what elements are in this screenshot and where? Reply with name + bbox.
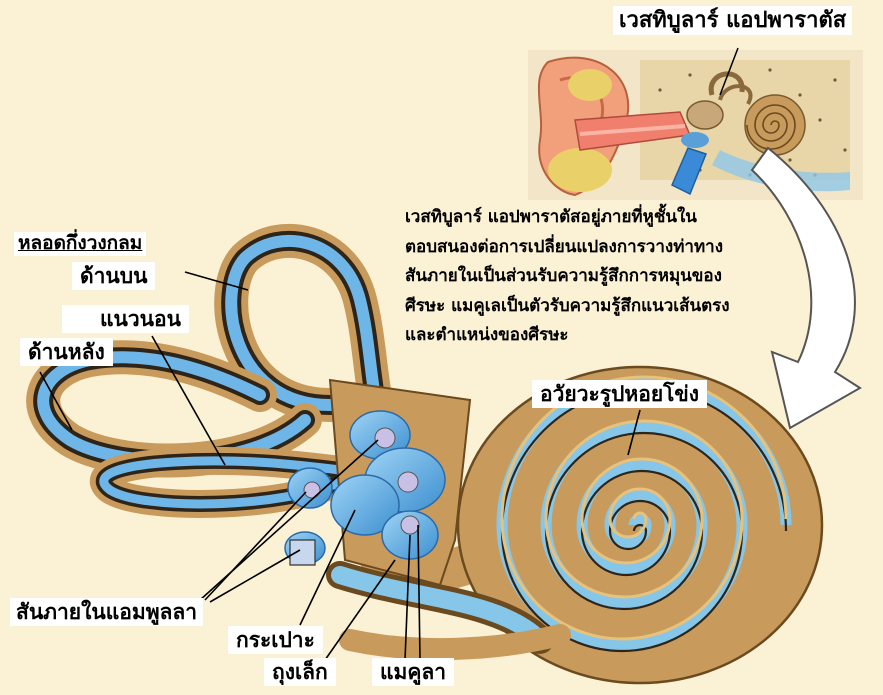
label-superior-canal: ด้านบน [72, 262, 155, 290]
ear-inset [528, 48, 863, 200]
label-posterior-canal: ด้านหลัง [20, 338, 113, 366]
description-line: ศีรษะ แมคูเลเป็นตัวรับความรู้สึกแนวเส้นต… [405, 292, 825, 322]
label-utricle: กระเปาะ [228, 626, 323, 654]
label-semicircular-canals: หลอดกึ่งวงกลม [14, 232, 146, 256]
description-line: ตอบสนองต่อการเปลี่ยนแปลงการวางท่าทาง [405, 233, 825, 263]
description-text: เวสทิบูลาร์ แอปพาราตัสอยู่ภายที่หูชั้นใน… [405, 203, 825, 351]
description-line: และตำแหน่งของศีรษะ [405, 321, 825, 351]
label-horizontal-canal: แนวนอน [62, 305, 189, 333]
label-cochlea: อวัยวะรูปหอยโข่ง [532, 380, 707, 408]
label-saccule: ถุงเล็ก [264, 658, 336, 686]
label-ampulla-crista: สันภายในแอมพูลลา [10, 598, 203, 626]
description-line: เวสทิบูลาร์ แอปพาราตัสอยู่ภายที่หูชั้นใน [405, 203, 825, 233]
description-line: สันภายในเป็นส่วนรับความรู้สึกการหมุนของ [405, 262, 825, 292]
label-macula: แมคูลา [372, 658, 454, 686]
title-vestibular-apparatus: เวสทิบูลาร์ แอปพาราตัส [613, 6, 852, 35]
